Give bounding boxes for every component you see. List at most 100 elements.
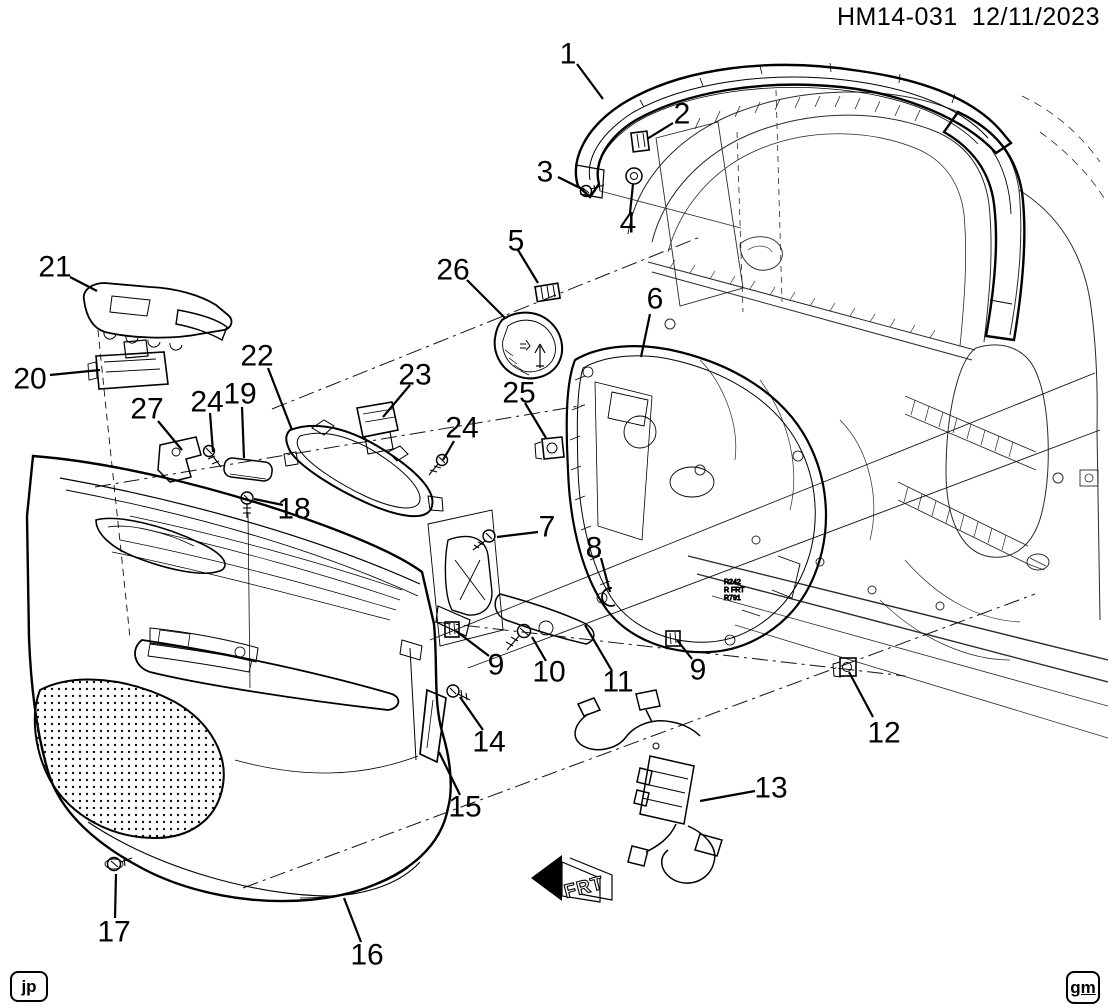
clip-9a — [444, 621, 460, 638]
drawing-number: HM14-031 — [836, 3, 958, 31]
callout-leader-16 — [342, 897, 363, 943]
bracket-27 — [157, 436, 202, 483]
clip-9b — [665, 630, 681, 647]
front-direction-arrow: FRT — [531, 855, 613, 903]
callout-label-8: 8 — [586, 532, 603, 565]
gm-logo: gm — [1066, 971, 1100, 1004]
callout-label-10: 10 — [532, 656, 565, 689]
author-stamp: jp — [10, 971, 48, 1002]
callout-label-25: 25 — [502, 377, 535, 410]
deflector-stamp-line1: R242 — [724, 579, 741, 586]
callout-leader-4 — [628, 183, 635, 214]
callout-label-24: 24 — [445, 412, 478, 445]
callout-leader-12 — [848, 671, 874, 718]
callout-label-11: 11 — [602, 666, 633, 699]
screw-3 — [579, 183, 605, 198]
clip-2 — [630, 130, 651, 153]
callout-leader-20 — [49, 368, 101, 377]
callout-label-21: 21 — [38, 251, 71, 284]
callout-label-17: 17 — [97, 916, 130, 949]
screw-17 — [104, 856, 133, 872]
callout-leader-9 — [455, 630, 490, 657]
callout-leader-10 — [531, 636, 547, 662]
callout-label-23: 23 — [398, 359, 431, 392]
door-trim-panel — [25, 454, 452, 903]
callout-label-9: 9 — [488, 649, 505, 682]
callout-label-26: 26 — [436, 254, 469, 287]
mirror-patch-26 — [493, 311, 564, 380]
deflector-stamp-line3: R791 — [724, 595, 741, 602]
callout-leader-21 — [69, 276, 98, 292]
callout-label-13: 13 — [754, 772, 787, 805]
callout-label-9: 9 — [690, 654, 707, 687]
callout-leader-22 — [266, 367, 294, 431]
callout-leader-14 — [459, 696, 484, 731]
callout-leader-26 — [466, 279, 506, 319]
callout-leader-27 — [157, 420, 183, 451]
callout-leader-7 — [496, 530, 539, 539]
callout-leader-5 — [517, 249, 539, 284]
callout-label-27: 27 — [130, 393, 163, 426]
callout-leader-18 — [253, 497, 284, 507]
bolt-10 — [505, 623, 532, 651]
bracket-11 — [494, 593, 595, 645]
grommet-4 — [625, 167, 643, 185]
drawing-date: 12/11/2023 — [971, 3, 1100, 31]
callout-leader-24 — [208, 412, 215, 453]
callout-leader-24 — [442, 440, 455, 461]
clip-12 — [832, 657, 857, 678]
screw-24a — [202, 444, 222, 468]
screw-24b — [428, 453, 449, 476]
callout-label-2: 2 — [674, 98, 691, 131]
clip-25 — [534, 436, 565, 460]
author-stamp-text: jp — [21, 976, 37, 996]
callout-label-12: 12 — [867, 717, 900, 750]
callout-label-6: 6 — [647, 283, 664, 316]
callout-leader-11 — [584, 624, 613, 672]
callout-leader-17 — [113, 873, 118, 919]
callout-label-5: 5 — [508, 225, 525, 258]
callout-leader-15 — [438, 751, 461, 796]
water-deflector: R242 R FRT R791 — [565, 345, 828, 654]
pillar-applique — [942, 110, 1026, 342]
arrowhead — [531, 855, 562, 901]
callout-label-1: 1 — [560, 38, 577, 71]
callout-label-20: 20 — [13, 363, 46, 396]
callout-leader-25 — [524, 402, 547, 439]
callout-label-19: 19 — [223, 378, 256, 411]
callout-label-7: 7 — [539, 511, 556, 544]
callout-leader-13 — [699, 789, 756, 803]
gm-logo-text: gm — [1070, 977, 1096, 997]
callout-label-4: 4 — [620, 207, 637, 240]
callout-leader-1 — [576, 63, 604, 100]
deflector-stamp-line2: R FRT — [724, 587, 745, 594]
window-switch-20 — [87, 339, 169, 390]
screw-14 — [446, 684, 471, 701]
callout-leader-3 — [557, 176, 585, 191]
callout-leader-6 — [639, 313, 652, 358]
door-shell — [599, 89, 1108, 739]
cap-19 — [223, 457, 273, 482]
clip-5 — [534, 282, 562, 303]
callout-leader-2 — [646, 122, 674, 140]
callout-label-14: 14 — [472, 726, 505, 759]
callout-label-16: 16 — [350, 939, 383, 972]
callout-leader-23 — [382, 384, 411, 418]
callout-label-24: 24 — [190, 386, 223, 419]
callout-leader-8 — [599, 557, 612, 593]
bracket-7-pedestal — [427, 509, 504, 647]
callout-label-18: 18 — [277, 493, 310, 526]
wiring-harness-13 — [574, 689, 723, 884]
callout-label-3: 3 — [537, 156, 554, 189]
clip-8 — [601, 587, 616, 607]
drawing-title: HM14-031 12/11/2023 — [837, 3, 1100, 32]
frt-label: FRT — [562, 873, 606, 903]
callout-label-15: 15 — [448, 791, 481, 824]
callout-leader-19 — [240, 406, 246, 459]
trim-strip-15 — [419, 688, 447, 764]
screw-7 — [472, 529, 496, 551]
pull-handle-bezel-22 — [283, 419, 444, 518]
switch-bezel-21 — [82, 282, 233, 351]
